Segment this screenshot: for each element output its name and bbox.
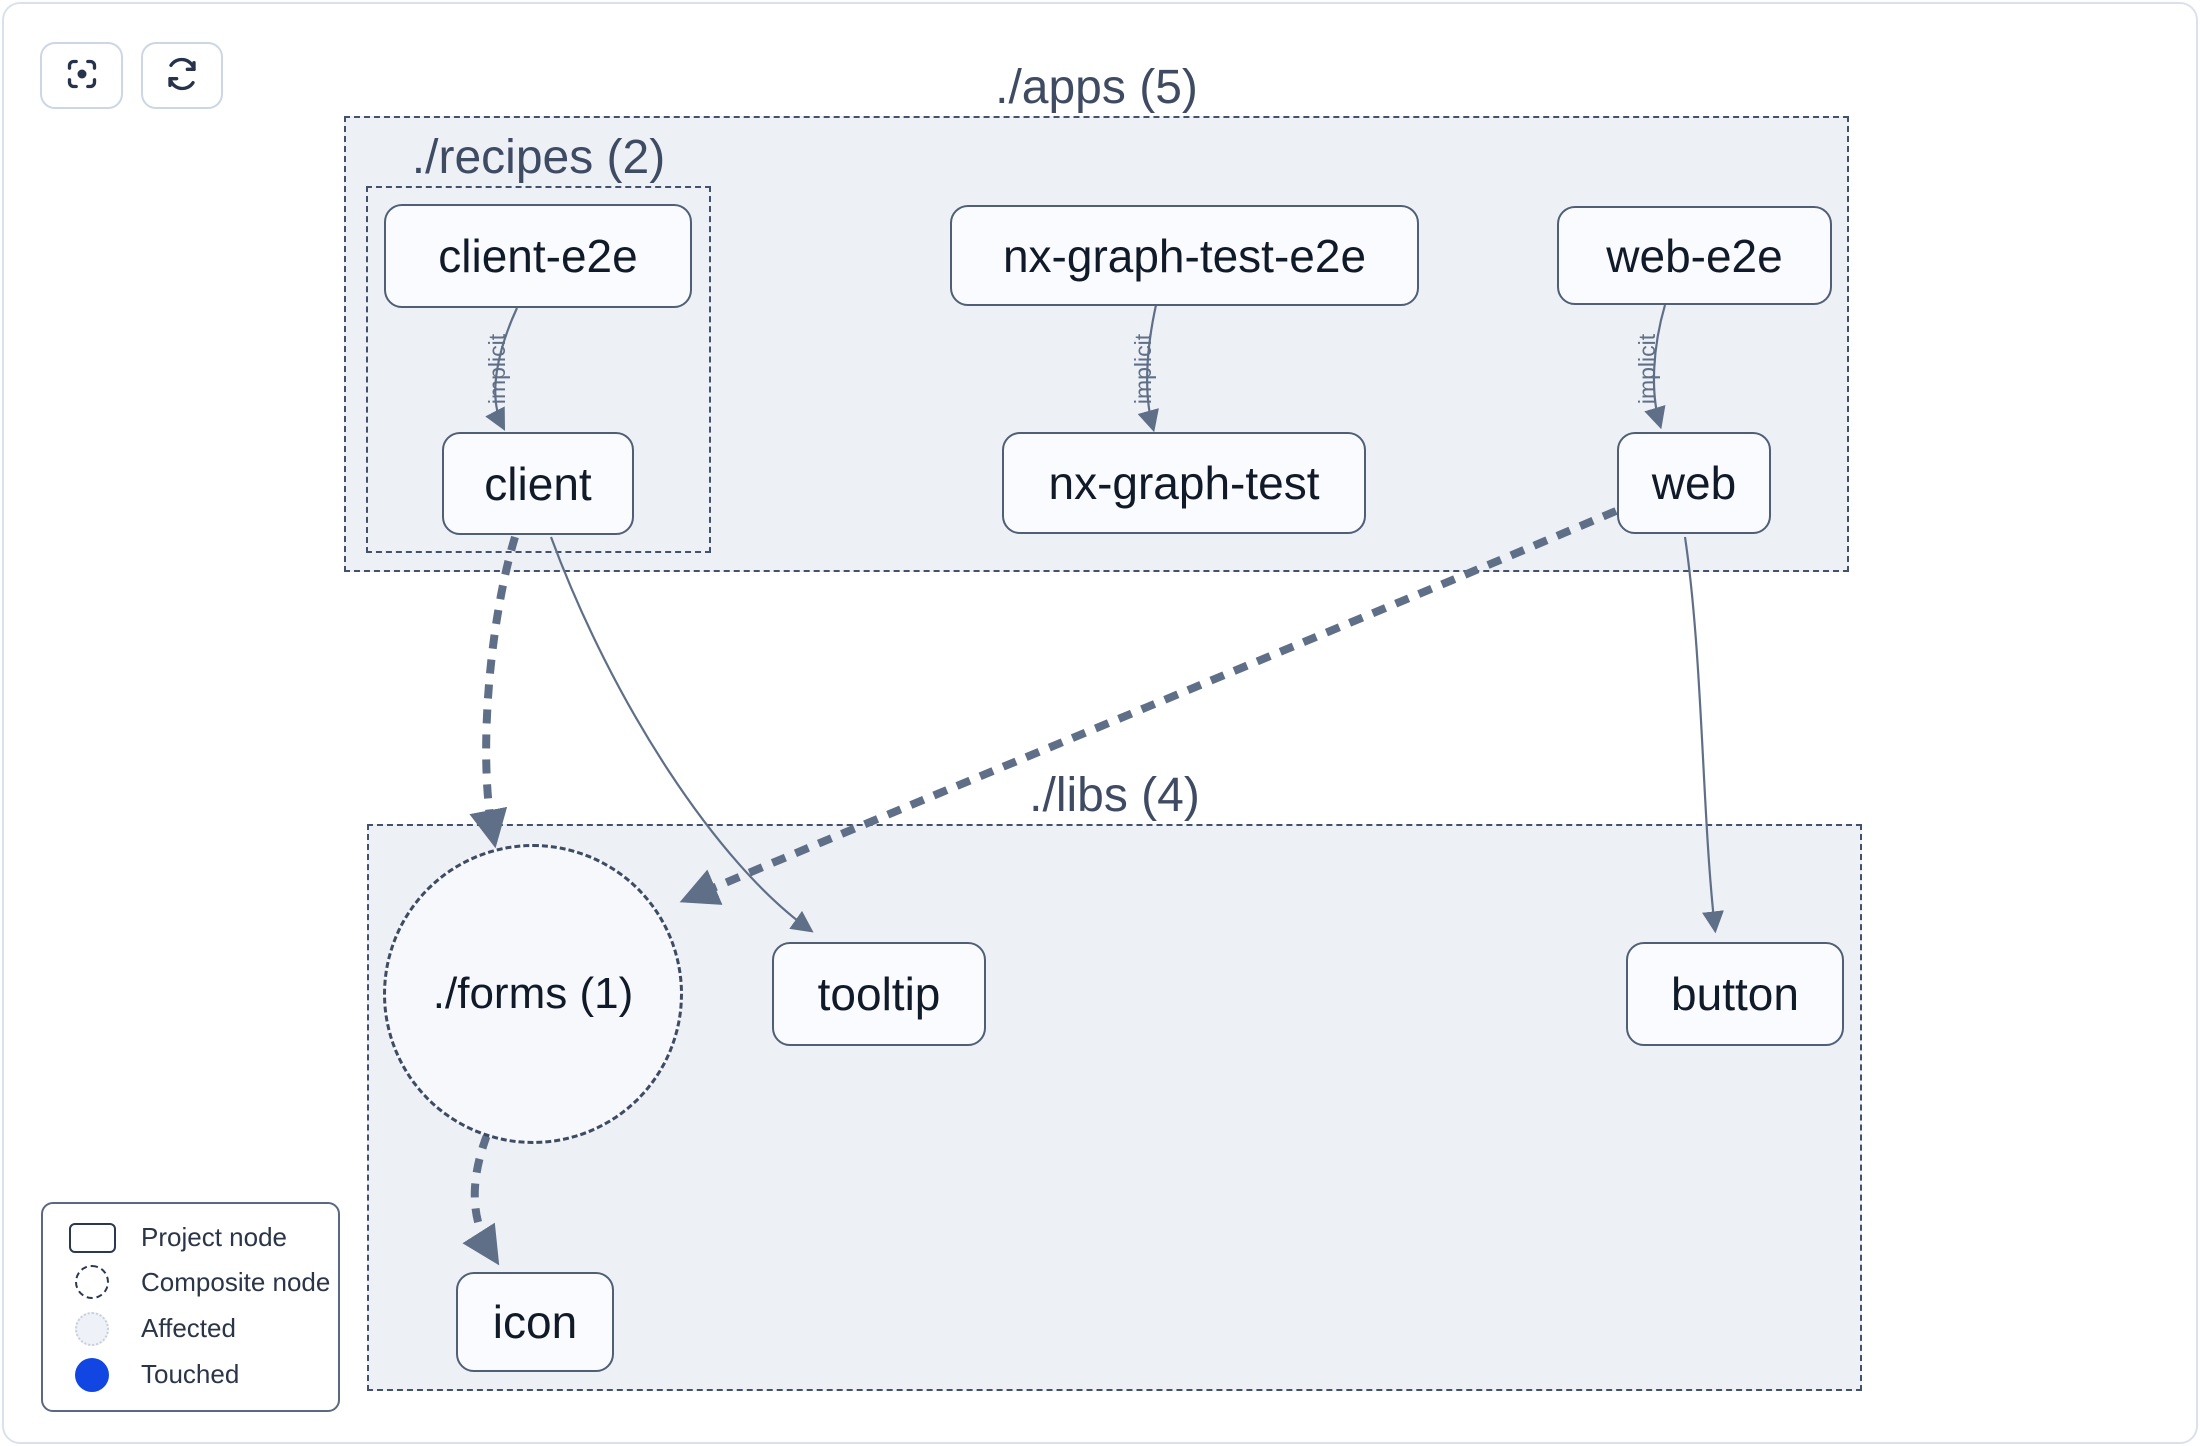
node-web[interactable]: web xyxy=(1617,432,1771,534)
legend-row-project-node: Project node xyxy=(43,1222,338,1253)
node-tooltip-label: tooltip xyxy=(817,968,941,1020)
node-client-e2e[interactable]: client-e2e xyxy=(384,204,692,308)
group-libs-label: ./libs (4) xyxy=(1029,769,1200,822)
node-client-label: client xyxy=(484,457,592,510)
node-nx-graph-test-e2e[interactable]: nx-graph-test-e2e xyxy=(950,205,1419,306)
edge-web-to-button[interactable] xyxy=(1683,536,1724,934)
edge-client-e2e-to-client[interactable] xyxy=(485,307,518,431)
affected-swatch xyxy=(75,1311,109,1346)
edge-web-to-forms[interactable] xyxy=(679,507,1618,905)
node-nx-graph-test[interactable]: nx-graph-test xyxy=(1002,432,1366,534)
legend-label-composite-node: Composite node xyxy=(141,1266,331,1297)
composite-node-swatch xyxy=(75,1265,109,1300)
refresh-button[interactable] xyxy=(141,42,223,109)
node-web-label: web xyxy=(1651,457,1737,509)
edge-nx-graph-test-e2e-to-nx-graph-test[interactable] xyxy=(1137,304,1159,433)
edge-client-to-forms[interactable] xyxy=(469,535,519,849)
project-node-swatch xyxy=(68,1222,116,1253)
focus-center-button[interactable] xyxy=(40,42,123,109)
legend-label-affected: Affected xyxy=(141,1313,236,1344)
node-client[interactable]: client xyxy=(442,432,634,535)
edge-label-implicit-2: implicit xyxy=(1130,333,1156,404)
refresh-icon xyxy=(162,54,202,97)
node-client-e2e-label: client-e2e xyxy=(438,230,638,282)
node-icon-label: icon xyxy=(492,1296,578,1348)
node-button-label: button xyxy=(1671,968,1799,1020)
node-web-e2e[interactable]: web-e2e xyxy=(1557,206,1832,305)
node-web-e2e-label: web-e2e xyxy=(1606,229,1783,282)
node-forms-label: ./forms (1) xyxy=(432,969,634,1018)
node-icon[interactable]: icon xyxy=(456,1272,614,1372)
legend-row-composite-node: Composite node xyxy=(43,1265,338,1300)
edge-label-implicit-1: implicit xyxy=(484,333,510,404)
legend-label-touched: Touched xyxy=(141,1359,240,1390)
group-apps-label: ./apps (5) xyxy=(995,61,1198,114)
edges-layer: implicit implicit implicit xyxy=(462,304,1724,1266)
legend-row-affected: Affected xyxy=(43,1311,338,1346)
legend-row-touched: Touched xyxy=(43,1357,338,1392)
legend-label-project-node: Project node xyxy=(141,1222,287,1253)
legend: Project node Composite node Affected Tou… xyxy=(41,1202,340,1412)
node-nx-graph-test-e2e-label: nx-graph-test-e2e xyxy=(1002,229,1367,282)
node-nx-graph-test-label: nx-graph-test xyxy=(1048,457,1320,509)
edge-web-e2e-to-web[interactable] xyxy=(1644,304,1667,430)
edge-forms-to-icon[interactable] xyxy=(462,1133,500,1266)
node-tooltip[interactable]: tooltip xyxy=(772,942,986,1046)
touched-swatch xyxy=(75,1357,109,1392)
focus-center-icon xyxy=(62,54,102,97)
edge-client-to-tooltip[interactable] xyxy=(549,536,814,933)
group-recipes-label: ./recipes (2) xyxy=(411,131,666,184)
group-recipes: ./recipes (2) xyxy=(366,132,711,553)
edge-label-implicit-3: implicit xyxy=(1634,333,1660,404)
node-button[interactable]: button xyxy=(1626,942,1844,1046)
node-forms-composite[interactable]: ./forms (1) xyxy=(383,844,683,1144)
